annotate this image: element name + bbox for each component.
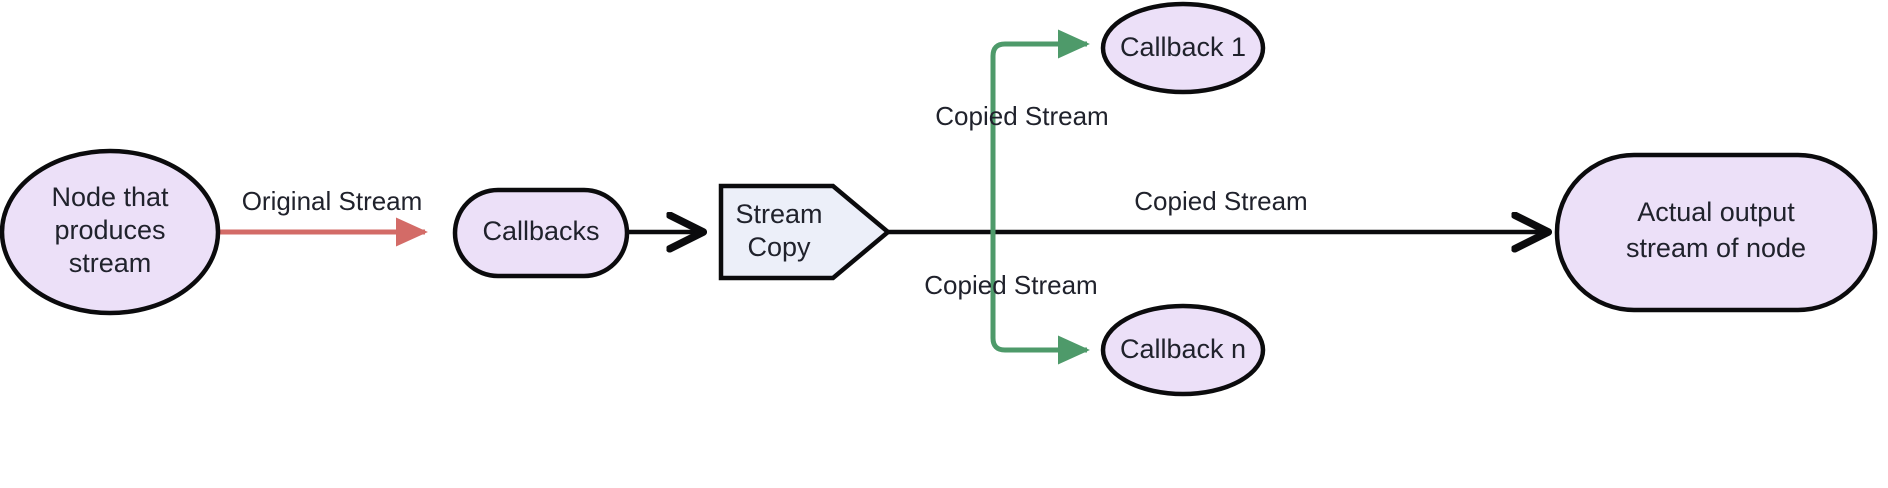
node-actual-output[interactable]: Actual output stream of node bbox=[1554, 152, 1878, 313]
edge-label-copied-stream-middle: Copied Stream bbox=[1134, 186, 1307, 216]
node-callback-1[interactable]: Callback 1 bbox=[1100, 1, 1266, 95]
edge-streamcopy-to-actualoutput: Copied Stream bbox=[888, 186, 1545, 232]
edge-streamcopy-to-callbackn: Copied Stream bbox=[924, 232, 1098, 365]
node-producer-label-line3: stream bbox=[69, 248, 152, 278]
edge-label-original-stream: Original Stream bbox=[242, 186, 423, 216]
edge-label-copied-stream-top: Copied Stream bbox=[935, 101, 1108, 131]
node-callbacks-label: Callbacks bbox=[482, 216, 599, 246]
node-producer-shape[interactable] bbox=[0, 148, 221, 316]
node-callbacks-shape[interactable] bbox=[452, 187, 630, 279]
node-callback-n-shape[interactable] bbox=[1100, 303, 1266, 397]
node-actual-output-label-line1: Actual output bbox=[1637, 197, 1795, 227]
node-callback-n-label: Callback n bbox=[1120, 334, 1246, 364]
node-producer-label-line2: produces bbox=[54, 215, 165, 245]
node-callback-n[interactable]: Callback n bbox=[1100, 303, 1266, 397]
node-stream-copy-label-line2: Copy bbox=[747, 232, 811, 262]
node-actual-output-shape[interactable] bbox=[1554, 152, 1878, 313]
node-callback-1-label: Callback 1 bbox=[1120, 32, 1246, 62]
edge-line-copied-stream-top bbox=[990, 29, 1090, 232]
node-actual-output-label-line2: stream of node bbox=[1626, 233, 1806, 263]
node-callback-1-shape[interactable] bbox=[1100, 1, 1266, 95]
edge-streamcopy-to-callback1: Copied Stream bbox=[935, 29, 1109, 232]
edge-line-copied-stream-bottom bbox=[990, 232, 1090, 365]
node-producer[interactable]: Node that produces stream bbox=[0, 148, 221, 316]
node-producer-label-line1: Node that bbox=[51, 182, 169, 212]
edge-label-copied-stream-bottom: Copied Stream bbox=[924, 270, 1097, 300]
edge-producer-to-callbacks: Original Stream bbox=[218, 186, 428, 247]
node-callbacks[interactable]: Callbacks bbox=[452, 187, 630, 279]
node-stream-copy-label-line1: Stream bbox=[735, 199, 822, 229]
node-stream-copy-shape[interactable] bbox=[718, 183, 892, 281]
node-stream-copy[interactable]: Stream Copy bbox=[718, 183, 892, 281]
